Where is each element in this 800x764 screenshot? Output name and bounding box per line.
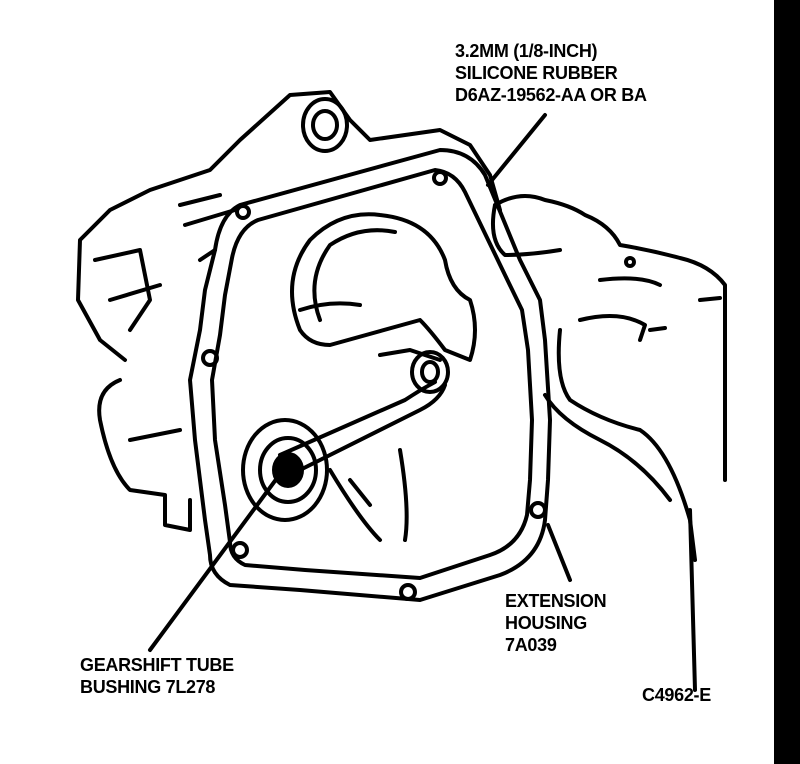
extension-label: EXTENSION — [505, 591, 607, 611]
leader-gearshift — [148, 468, 285, 652]
extension-housing-callout: EXTENSION HOUSING 7A039 — [505, 590, 607, 656]
silicone-size-label: 3.2mm (1/8-INCH) — [455, 41, 598, 61]
silicone-material-label: SILICONE RUBBER — [455, 63, 618, 83]
bushing-part-number-label: BUSHING 7L278 — [80, 677, 216, 697]
silicone-part-number-label: D6AZ-19562-AA OR BA — [455, 85, 647, 105]
page-edge-bar — [774, 0, 800, 764]
gearshift-bushing — [241, 418, 329, 522]
housing-opening — [290, 212, 477, 362]
housing-part-number-label: 7A039 — [505, 635, 557, 655]
housing-gasket-surface — [210, 168, 534, 580]
extension-housing-flange — [188, 148, 552, 602]
housing-label: HOUSING — [505, 613, 587, 633]
figure-code-label: C4962-E — [642, 685, 711, 705]
hand-outline — [491, 194, 727, 562]
gearshift-bushing-callout: GEARSHIFT TUBE BUSHING 7L278 — [80, 654, 234, 698]
silicone-rubber-callout: 3.2mm (1/8-INCH) SILICONE RUBBER D6AZ-19… — [455, 40, 647, 106]
leader-extension — [546, 523, 572, 582]
gearshift-tube-label: GEARSHIFT TUBE — [80, 655, 234, 675]
leader-silicone — [486, 113, 547, 187]
case-boss — [301, 97, 349, 153]
leader-figure-code — [688, 508, 697, 692]
shift-lever — [278, 380, 447, 477]
transmission-case — [76, 90, 502, 532]
